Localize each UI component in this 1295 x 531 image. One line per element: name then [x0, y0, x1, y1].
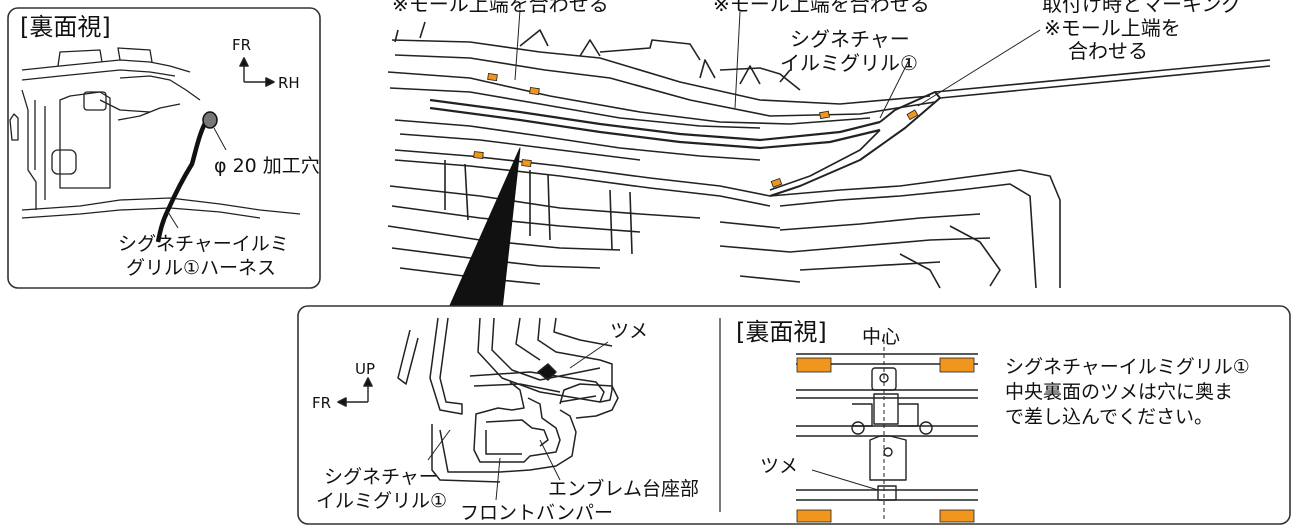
label-emblem-base: エンブレム台座部 — [548, 478, 700, 500]
label-right-align: 合わせる — [1068, 39, 1148, 63]
tape-markers — [473, 73, 975, 523]
label-center: 中心 — [862, 326, 901, 348]
label-tab-center: ツメ — [760, 455, 799, 477]
section-drawing — [397, 317, 619, 483]
center-view-title: [裏面視] — [736, 318, 827, 346]
note-line3: で差し込んでください。 — [1005, 406, 1214, 428]
main-bumper-drawing — [387, 21, 1271, 289]
rear-view-drawing — [9, 47, 301, 219]
label-right-mall-top: ※モール上端を — [1044, 16, 1181, 40]
label-part-name-line2: イルミグリル① — [780, 51, 918, 75]
label-harness-line2: グリル①ハーネス — [126, 257, 277, 279]
label-dir-right: RH — [278, 74, 300, 92]
label-right-partial: 取付け時とマーキング — [1042, 0, 1242, 16]
label-part-name-line1: シグネチャー — [790, 27, 910, 51]
inset-rear-title: [裏面視] — [20, 13, 111, 41]
label-mall-top-2: ※モール上端を合わせる — [713, 0, 930, 16]
label-dir-forward: FR — [232, 36, 252, 54]
label-hole: φ 20 加工穴 — [214, 155, 320, 177]
label-grille-line1: シグネチャー — [324, 466, 438, 488]
label-grille-line2: イルミグリル① — [316, 490, 448, 512]
label-mall-top-1: ※モール上端を合わせる — [392, 0, 609, 16]
label-front-bumper: フロントバンパー — [460, 502, 613, 524]
label-harness-line1: シグネチャーイルミ — [118, 233, 289, 255]
harness-cable — [155, 116, 210, 243]
note-line1: シグネチャーイルミグリル① — [1005, 356, 1250, 378]
center-rear-drawing — [796, 340, 978, 520]
note-line2: 中央裏面のツメは穴に奥ま — [1005, 381, 1234, 403]
label-dir-up: UP — [355, 360, 376, 378]
label-tab-section: ツメ — [610, 320, 649, 342]
label-dir-forward-section: FR — [312, 394, 332, 412]
